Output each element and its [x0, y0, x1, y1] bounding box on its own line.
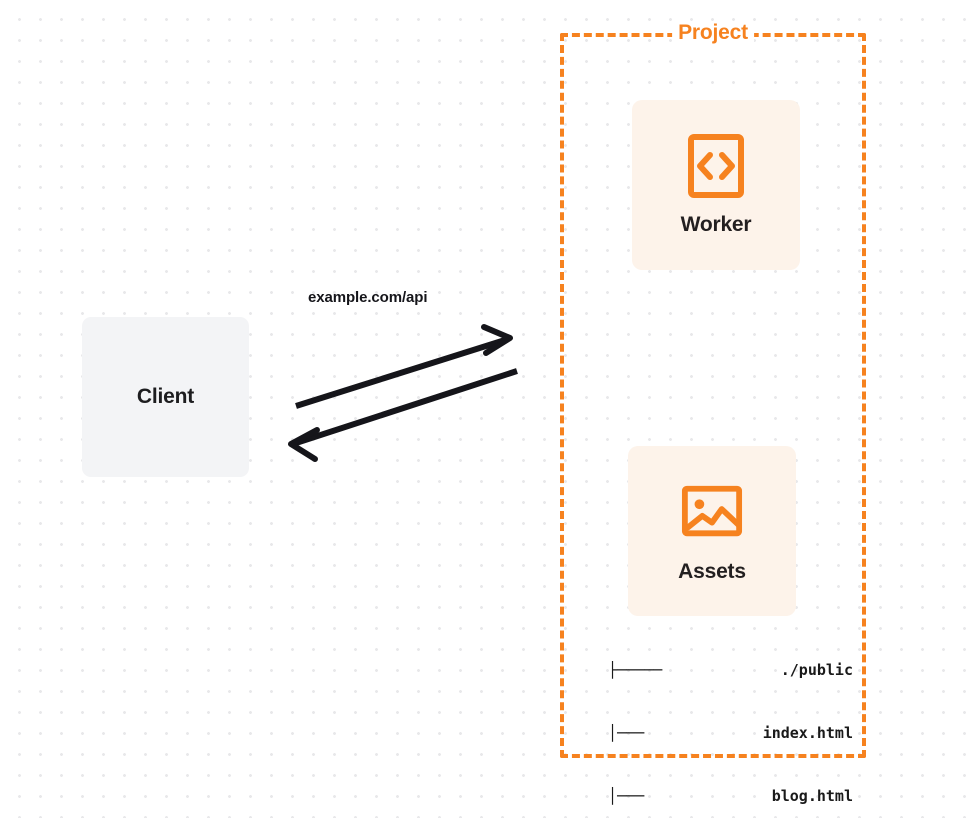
project-container[interactable]: Project Worker Assets — [560, 21, 866, 805]
response-arrow — [288, 368, 518, 462]
tree-branch-glyph: │─── — [608, 724, 645, 742]
tree-branch-glyph: │─── — [608, 787, 645, 805]
tree-item-name: index.html — [762, 724, 853, 742]
project-title: Project — [678, 21, 748, 44]
code-brackets-icon — [685, 133, 747, 199]
client-node[interactable]: Client — [82, 317, 249, 477]
project-title-wrapper: Project — [672, 21, 754, 45]
file-tree-row: │─── index.html — [608, 723, 853, 744]
client-label: Client — [136, 385, 195, 408]
image-icon — [681, 478, 743, 544]
tree-item-name: ./public — [780, 661, 853, 679]
assets-file-tree: ├───── ./public │─── index.html │─── blo… — [608, 618, 853, 818]
file-tree-row: ├───── ./public — [608, 660, 853, 681]
tree-branch-glyph: ├───── — [608, 661, 663, 679]
assets-label: Assets — [678, 560, 746, 583]
assets-node[interactable]: Assets — [628, 446, 796, 616]
worker-node[interactable]: Worker — [632, 100, 800, 270]
file-tree-row: │─── blog.html — [608, 786, 853, 807]
request-arrow — [295, 324, 513, 409]
worker-label: Worker — [680, 213, 752, 236]
connection-label: example.com/api — [308, 289, 428, 306]
tree-item-name: blog.html — [771, 787, 853, 805]
